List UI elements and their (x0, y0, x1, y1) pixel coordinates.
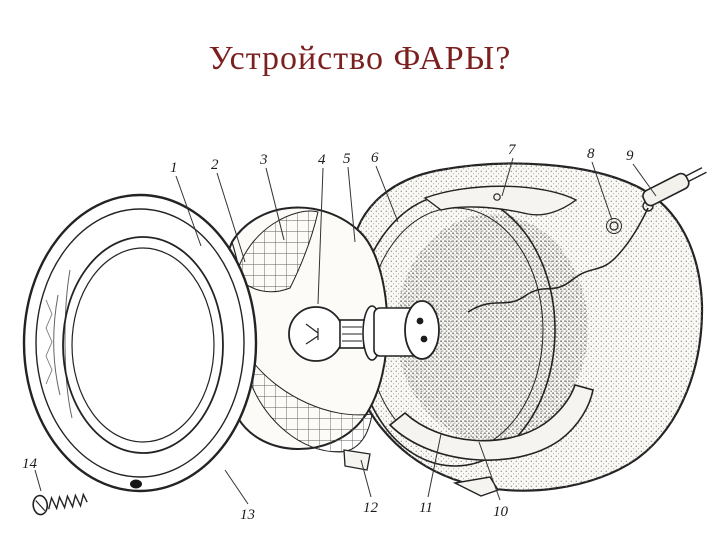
part-number: 10 (493, 504, 509, 520)
housing-bottom-bracket (388, 384, 594, 461)
leader-line (632, 163, 657, 197)
rim-group (22, 193, 258, 493)
housing-mount-tab (452, 476, 500, 497)
leader-line (34, 469, 42, 492)
part-number: 7 (508, 142, 517, 158)
part-number: 9 (626, 148, 634, 164)
wire-coil (609, 221, 619, 231)
leader-line (265, 167, 285, 241)
part-number: 4 (318, 152, 326, 168)
socket-terminal-a (416, 317, 424, 325)
rim-highlight-zigzag (45, 299, 53, 385)
leader-line (360, 459, 372, 498)
rim-shading (53, 269, 73, 419)
part-number: 3 (259, 152, 268, 168)
bulb-base-thread (342, 326, 362, 342)
rim-screw-hole (130, 479, 142, 489)
wire-connector-plug (642, 167, 707, 207)
bulb-filament (305, 323, 319, 345)
wire-coil-outer (606, 218, 622, 234)
housing-top-bracket (423, 185, 578, 216)
housing-inner-shading (396, 214, 588, 442)
socket-disc (404, 300, 440, 360)
part-number: 2 (211, 157, 219, 173)
part-number: 14 (22, 456, 38, 472)
leader-line (501, 157, 514, 197)
leader-line (591, 161, 613, 221)
rim-inner-lip (71, 247, 215, 443)
leader-line (317, 167, 324, 305)
rim-outer-inner-line (35, 208, 245, 478)
part-number: 8 (587, 146, 595, 162)
leader-line (175, 175, 202, 247)
bracket-bolt (493, 193, 501, 201)
bulb-group (288, 300, 440, 362)
leader-line (347, 166, 356, 243)
socket-terminal-b (420, 335, 428, 343)
part-number: 6 (371, 150, 379, 166)
leader-line (427, 433, 442, 498)
leader-line (224, 469, 249, 505)
lens-grid-top (235, 210, 319, 293)
part-number: 1 (170, 160, 178, 176)
screw-threads (48, 492, 88, 511)
leader-line (478, 441, 501, 501)
part-number: 11 (419, 500, 433, 516)
lens-grid-bottom (251, 360, 373, 453)
part-numbers: 1 2 3 4 5 6 7 8 9 10 11 12 13 14 (22, 142, 634, 523)
part-number: 13 (240, 507, 255, 523)
reflector-mount-tab (343, 449, 371, 471)
housing-group (347, 162, 704, 497)
part-number: 5 (343, 151, 351, 167)
part-number: 12 (363, 500, 379, 516)
bulb-glass (288, 306, 344, 362)
screw-slot (35, 500, 46, 512)
screw-group (32, 492, 88, 516)
leader-line (216, 172, 246, 263)
wiring-group (467, 167, 707, 313)
rim-inner (62, 236, 224, 454)
page-title: Устройство ФАРЫ? (208, 40, 512, 77)
wire-harness (467, 207, 649, 313)
leader-line (375, 165, 399, 223)
leader-lines (34, 157, 657, 505)
